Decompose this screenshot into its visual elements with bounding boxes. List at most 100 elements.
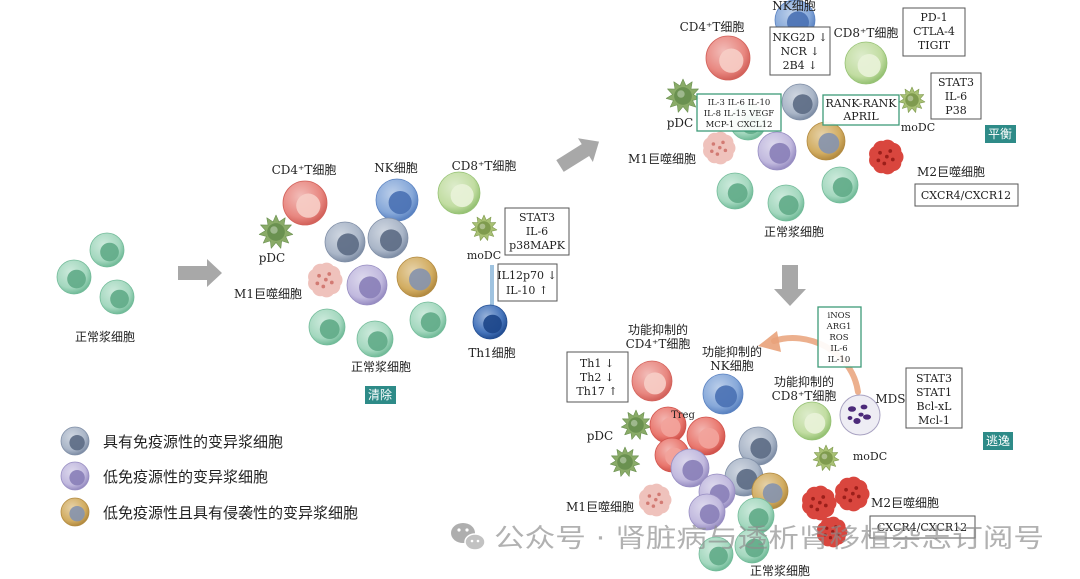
normal-plasma-cell: [409, 301, 447, 339]
start-normal-label: 正常浆细胞: [75, 329, 135, 344]
cd8-t-cell: [437, 171, 481, 215]
signal-line: IL-6: [945, 90, 967, 103]
immunogenic-variant-plasma-cell: [324, 221, 366, 263]
cd4-t-cell: [631, 360, 673, 402]
cytokine-line: IL-10 ↑: [506, 284, 548, 297]
normal-plasma-cell: [767, 184, 805, 222]
eq-m1-label: M1巨噬细胞: [628, 151, 696, 166]
treg-cell: [686, 416, 726, 456]
th1-connector-bar: [490, 265, 494, 305]
nk-cell: [702, 373, 744, 415]
modc-cell: [812, 444, 840, 471]
esc-nk-label-line1: 功能抑制的: [702, 344, 762, 359]
esc-th-change-box: Th1 ↓ Th2 ↓ Th17 ↑: [566, 351, 629, 403]
cytokine-line: IL12p70 ↓: [497, 269, 556, 282]
factor-line: IL-10: [828, 355, 851, 365]
normal-plasma-cell: [821, 166, 859, 204]
esc-modc-label: moDC: [853, 450, 887, 463]
esc-m1-label: M1巨噬细胞: [566, 499, 634, 514]
normal-plasma-cell: [99, 279, 135, 315]
esc-cd4-label-line1: 功能抑制的: [628, 322, 688, 337]
legend-label-immunogenic: 具有免疫源性的变异浆细胞: [103, 433, 283, 451]
eq-nk-label: NK细胞: [772, 0, 815, 13]
elim-m1-label: M1巨噬细胞: [234, 286, 302, 301]
cd4-t-cell: [282, 180, 328, 226]
eq-cd8-label: CD8⁺T细胞: [834, 26, 899, 40]
escape-stage: 功能抑制的 CD4⁺T细胞 Th1 ↓ Th2 ↓ Th17 ↑ 功能抑制的 N…: [566, 306, 1013, 578]
legend-markers: [60, 426, 90, 527]
aggressive-variant-plasma-cell: [396, 256, 438, 298]
modc-cell: [470, 214, 498, 241]
m2-macrophage: [802, 485, 837, 521]
cytokine-line: IL-8 IL-15 VEGF: [704, 109, 775, 119]
svg-text:平衡: 平衡: [988, 127, 1012, 141]
arrow-to-escape: [774, 265, 806, 306]
pdc-cell: [620, 409, 652, 440]
factor-line: ARG1: [826, 322, 852, 332]
eq-pdc-label: pDC: [667, 116, 693, 130]
esc-normal-label: 正常浆细胞: [750, 563, 810, 578]
normal-plasma-cell: [737, 497, 775, 535]
low-immunogenic-variant-plasma-cell: [670, 448, 710, 488]
immunogenic-variant-plasma-cell: [738, 426, 778, 466]
m1-macrophage: [639, 483, 672, 517]
th-line: Th17 ↑: [576, 385, 617, 398]
svg-text:CXCR4/CXCR12: CXCR4/CXCR12: [921, 189, 1011, 202]
low-immunogenic-variant-plasma-cell: [346, 264, 388, 306]
cell-layer: [56, 0, 926, 572]
checkpoint-line: CTLA-4: [913, 25, 955, 38]
checkpoint-line: TIGIT: [918, 39, 951, 52]
elim-cd4-label: CD4⁺T细胞: [272, 163, 337, 177]
svg-text:CXCR4/CXCR12: CXCR4/CXCR12: [877, 521, 967, 534]
signal-line: STAT1: [916, 386, 952, 399]
cytokine-line: MCP-1 CXCL12: [706, 120, 773, 130]
process-arrows: [178, 138, 806, 306]
eq-normal-label: 正常浆细胞: [764, 224, 824, 239]
cd8-t-cell: [844, 41, 888, 85]
legend-marker-low-immunogenic-variant-plasma-cell: [60, 461, 90, 491]
esc-tumor-signal-box: STAT3 STAT1 Bcl-xL Mcl-1: [905, 367, 963, 429]
normal-plasma-cell: [716, 172, 754, 210]
signal-line: STAT3: [519, 211, 555, 224]
low-immunogenic-variant-plasma-cell: [757, 131, 797, 171]
esc-m2-receptor-box: CXCR4/CXCR12: [869, 515, 976, 539]
elimination-badge: 清除: [365, 386, 396, 404]
immunogenic-variant-plasma-cell: [781, 83, 819, 121]
legend-marker-aggressive-variant-plasma-cell: [60, 497, 90, 527]
watermark: 公众号 · 肾脏病与透析肾移植杂志订阅号: [451, 523, 1044, 554]
equilibrium-stage: NK细胞 CD4⁺T细胞 CD8⁺T细胞 NKG2D ↓ NCR ↓ 2B4 ↓…: [628, 0, 1019, 239]
mdsc-cell: [839, 394, 881, 436]
signal-line: STAT3: [916, 372, 952, 385]
aggressive-variant-plasma-cell: [806, 121, 846, 161]
elim-cd8-label: CD8⁺T细胞: [452, 159, 517, 173]
esc-cd8-label-line1: 功能抑制的: [774, 374, 834, 389]
checkpoint-line: PD-1: [920, 11, 947, 24]
esc-pdc-label: pDC: [587, 429, 613, 443]
legend: 具有免疫源性的变异浆细胞 低免疫源性的变异浆细胞 低免疫源性且具有侵袭性的变异浆…: [60, 426, 358, 527]
factor-line: iNOS: [828, 311, 851, 321]
esc-nk-label-line2: NK细胞: [710, 359, 753, 373]
elim-modc-signal-box: STAT3 IL-6 p38MAPK: [504, 207, 570, 256]
th-line: Th2 ↓: [580, 371, 614, 384]
equilibrium-badge: 平衡: [985, 125, 1016, 143]
cytokine-line: IL-3 IL-6 IL-10: [708, 98, 771, 108]
m2-macrophage: [835, 476, 870, 512]
elim-th1-label: Th1细胞: [468, 346, 515, 360]
signal-line: Bcl-xL: [917, 400, 953, 413]
eq-m2-receptor-box: CXCR4/CXCR12: [914, 183, 1019, 207]
pdc-cell: [665, 78, 701, 113]
elim-nk-label: NK细胞: [374, 161, 417, 175]
arrow-to-equilibrium: [556, 138, 600, 172]
svg-text:逃逸: 逃逸: [986, 434, 1010, 448]
signal-line: IL-6: [526, 225, 548, 238]
legend-label-low-immunogenic: 低免疫源性的变异浆细胞: [103, 468, 268, 486]
eq-cd4-label: CD4⁺T细胞: [680, 20, 745, 34]
modc-cell: [898, 86, 926, 113]
m2-macrophage: [817, 516, 848, 548]
m1-macrophage: [703, 131, 736, 165]
pdc-cell: [609, 446, 641, 477]
eq-nk-receptor-box: NKG2D ↓ NCR ↓ 2B4 ↓: [769, 26, 831, 76]
th-line: Th1 ↓: [580, 357, 614, 370]
factor-line: IL-6: [830, 344, 847, 354]
